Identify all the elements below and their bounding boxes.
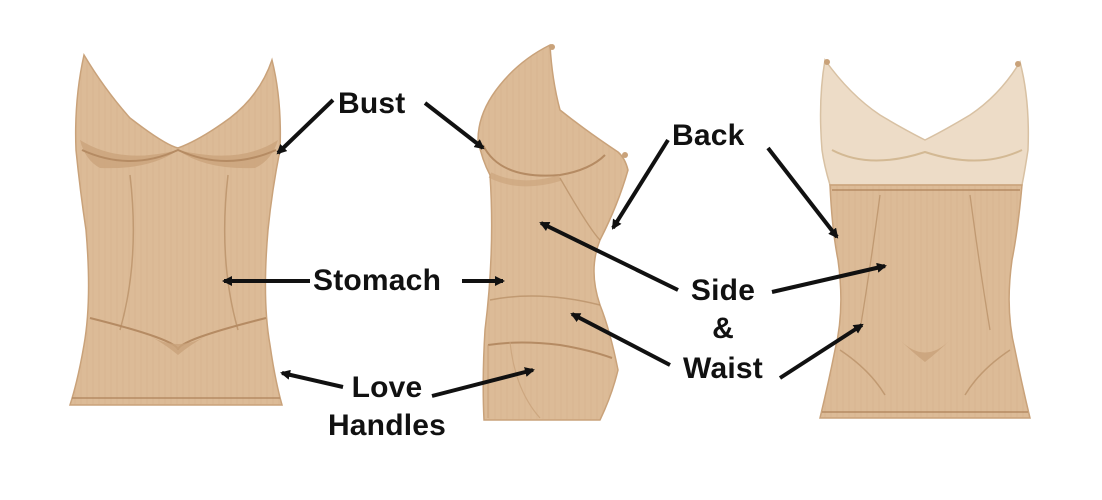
label-waist: Waist (683, 352, 763, 385)
label-back: Back (672, 119, 745, 152)
label-bust: Bust (338, 87, 406, 120)
arrows (222, 98, 887, 398)
arrow-back-back (766, 146, 839, 239)
arrow-love-front (280, 369, 344, 389)
label-love-handles: Love Handles (312, 372, 462, 442)
label-ampersand: & (712, 312, 734, 345)
arrow-waist-back (778, 323, 864, 380)
arrow-side-side (539, 221, 679, 292)
label-love: Love (351, 371, 423, 404)
arrow-bust-side (423, 101, 485, 150)
side-garment (477, 43, 629, 421)
arrow-side-back (771, 262, 887, 294)
label-side: Side (690, 274, 756, 307)
back-garment (819, 58, 1031, 419)
front-garment (68, 53, 283, 406)
arrow-waist-side (570, 312, 671, 367)
arrow-bust-front (276, 98, 335, 155)
label-stomach: Stomach (313, 264, 442, 297)
label-handles: Handles (327, 409, 447, 442)
arrow-back-side (611, 138, 670, 230)
label-side-waist: Side & Waist (668, 275, 778, 385)
arrow-love-side (431, 367, 535, 398)
